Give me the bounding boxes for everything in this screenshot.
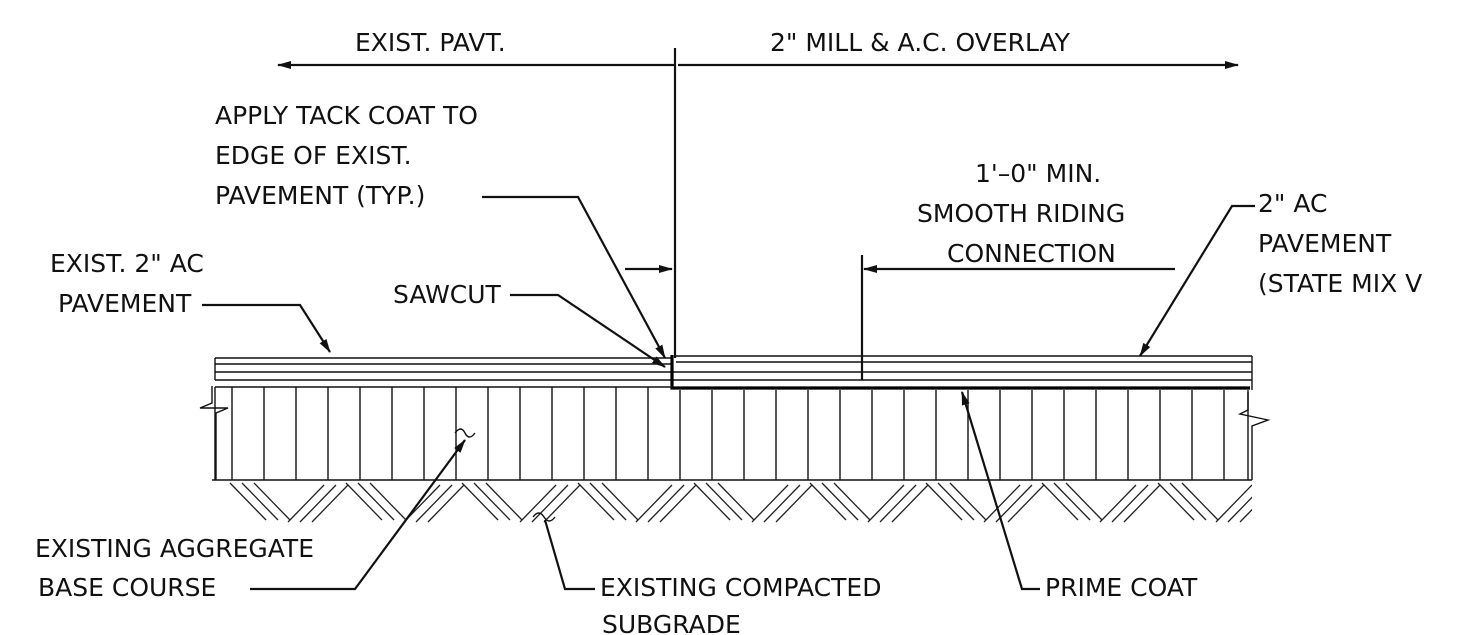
subgrade-hatch-line	[415, 484, 453, 523]
subgrade-hatch-line	[751, 484, 789, 523]
svg-text:1'–0" MIN.: 1'–0" MIN.	[975, 159, 1101, 188]
subgrade-note: EXISTING COMPACTED SUBGRADE	[532, 512, 881, 635]
subgrade-hatch-line	[1065, 482, 1103, 521]
subgrade-hatch-line	[995, 484, 1033, 523]
subgrade-hatch-line	[891, 484, 929, 523]
subgrade-hatch-line	[577, 482, 615, 521]
tack-coat-note: APPLY TACK COAT TO EDGE OF EXIST. PAVEME…	[215, 101, 666, 359]
subgrade-hatch-line	[635, 484, 673, 523]
subgrade-hatch-line	[589, 482, 627, 521]
subgrade-hatch-line	[867, 484, 905, 523]
subgrade-hatch-line	[1227, 496, 1252, 523]
subgrade-hatch-line	[253, 482, 291, 521]
subgrade-hatch-line	[1181, 482, 1219, 521]
svg-text:(STATE MIX V: (STATE MIX V	[1258, 269, 1422, 298]
subgrade-hatch-line	[1007, 484, 1045, 523]
subgrade-hatching	[229, 482, 1252, 523]
svg-text:EDGE OF EXIST.: EDGE OF EXIST.	[215, 141, 412, 170]
overlay-layer	[676, 355, 1253, 390]
left-break-symbol	[199, 386, 229, 480]
subgrade-hatch-line	[1157, 482, 1195, 521]
subgrade-hatch-line	[601, 482, 639, 521]
subgrade-hatch-line	[229, 482, 267, 521]
sawcut-mill-edge	[670, 355, 1250, 390]
svg-text:PAVEMENT (TYP.): PAVEMENT (TYP.)	[215, 181, 425, 210]
subgrade-hatch-line	[311, 484, 349, 523]
subgrade-hatch-line	[519, 484, 557, 523]
svg-text:2" AC: 2" AC	[1258, 189, 1327, 218]
svg-text:EXIST. 2" AC: EXIST. 2" AC	[50, 249, 204, 278]
subgrade-hatch-line	[369, 482, 407, 521]
right-break-symbol	[1237, 392, 1271, 480]
svg-text:APPLY TACK COAT TO: APPLY TACK COAT TO	[215, 101, 478, 130]
svg-text:PAVEMENT: PAVEMENT	[58, 289, 192, 318]
subgrade-hatch-line	[705, 482, 743, 521]
subgrade-hatch-line	[949, 482, 987, 521]
subgrade-hatch-line	[983, 484, 1021, 523]
sawcut-note: SAWCUT	[393, 280, 666, 368]
svg-text:SUBGRADE: SUBGRADE	[602, 610, 741, 635]
subgrade-hatch-line	[937, 482, 975, 521]
subgrade-hatch-line	[925, 482, 963, 521]
subgrade-hatch-line	[485, 482, 523, 521]
subgrade-hatch-line	[833, 482, 871, 521]
subgrade-hatch-line	[1041, 482, 1079, 521]
subgrade-hatch-line	[543, 484, 581, 523]
svg-text:SMOOTH RIDING: SMOOTH RIDING	[917, 199, 1125, 228]
svg-text:PRIME COAT: PRIME COAT	[1045, 573, 1198, 602]
aggregate-base-note: EXISTING AGGREGATE BASE COURSE	[35, 428, 476, 602]
subgrade-hatch-line	[241, 482, 279, 521]
subgrade-hatch-line	[287, 484, 325, 523]
subgrade-hatch-line	[717, 482, 755, 521]
exist-ac-pavement-note: EXIST. 2" AC PAVEMENT	[50, 249, 331, 353]
subgrade-hatch-line	[473, 482, 511, 521]
subgrade-hatch-line	[1239, 508, 1252, 523]
subgrade-hatch-line	[659, 484, 697, 523]
prime-coat-note: PRIME COAT	[960, 391, 1198, 602]
new-ac-pavement-note: 2" AC PAVEMENT (STATE MIX V	[1139, 189, 1422, 357]
subgrade-hatch-line	[693, 482, 731, 521]
smooth-connection-note: 1'–0" MIN. SMOOTH RIDING CONNECTION	[625, 159, 1175, 380]
subgrade-hatch-line	[763, 484, 801, 523]
mill-overlay-label: 2" MILL & A.C. OVERLAY	[770, 28, 1071, 57]
svg-text:BASE COURSE: BASE COURSE	[38, 573, 216, 602]
subgrade-hatch-line	[1123, 484, 1161, 523]
subgrade-hatch-line	[821, 482, 859, 521]
subgrade-hatch-line	[1111, 484, 1149, 523]
svg-text:CONNECTION: CONNECTION	[947, 239, 1116, 268]
svg-text:SAWCUT: SAWCUT	[393, 280, 502, 309]
subgrade-hatch-line	[879, 484, 917, 523]
aggregate-base-layer	[212, 386, 1252, 481]
subgrade-hatch-line	[299, 484, 337, 523]
subgrade-hatch-line	[345, 482, 383, 521]
subgrade-hatch-line	[1215, 484, 1252, 523]
subgrade-hatch-line	[1099, 484, 1137, 523]
svg-text:EXISTING AGGREGATE: EXISTING AGGREGATE	[35, 534, 314, 563]
subgrade-hatch-line	[427, 484, 465, 523]
subgrade-hatch-line	[1053, 482, 1091, 521]
svg-text:EXISTING COMPACTED: EXISTING COMPACTED	[600, 573, 881, 602]
exist-pavt-label: EXIST. PAVT.	[355, 28, 506, 57]
subgrade-hatch-line	[357, 482, 395, 521]
svg-text:PAVEMENT: PAVEMENT	[1258, 229, 1392, 258]
subgrade-hatch-line	[1169, 482, 1207, 521]
existing-pavement-layer	[214, 357, 1252, 381]
subgrade-hatch-line	[531, 484, 569, 523]
subgrade-hatch-line	[461, 482, 499, 521]
subgrade-hatch-line	[775, 484, 813, 523]
subgrade-hatch-line	[809, 482, 847, 521]
subgrade-hatch-line	[647, 484, 685, 523]
